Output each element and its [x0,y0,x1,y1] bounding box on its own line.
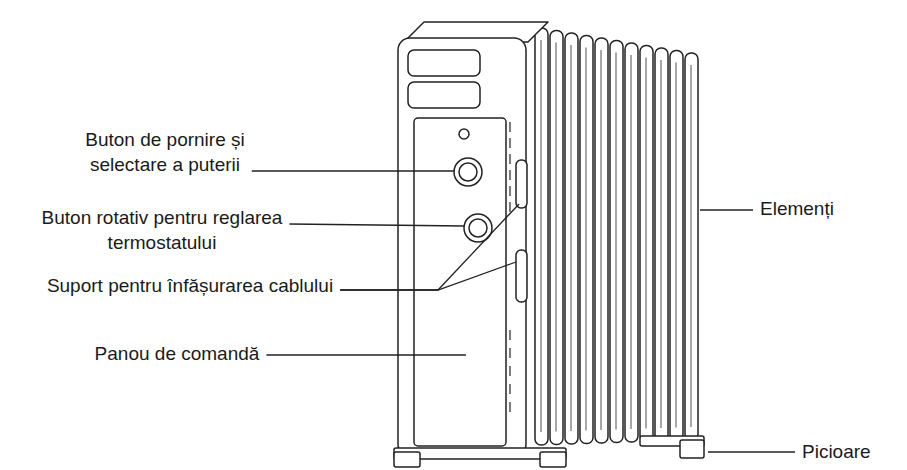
vent-slot [509,348,510,358]
handle-opening [408,82,480,108]
cord-support [516,160,527,208]
leader-line [340,204,519,290]
fin [550,31,563,445]
vent-slot [509,186,510,196]
fin [655,48,668,441]
vent-slot [509,202,510,212]
vent-slot [509,330,510,340]
part-label: Buton de pornire și selectare a puterii [48,128,282,177]
fin [625,43,638,442]
fin [565,33,578,444]
vent-slot [509,384,510,394]
left-foot [394,448,566,467]
leader-line [252,170,454,171]
front-housing [398,38,526,456]
vent-slot [509,366,510,376]
vent-slot [509,170,510,180]
part-label: Buton rotativ pentru reglarea termostatu… [4,206,320,255]
fin [580,36,593,444]
vent-slots [509,122,510,412]
vent-slot [509,402,510,412]
leader-line [708,451,795,452]
part-label: Panou de comandă [52,342,302,367]
leader-line [266,354,466,355]
indicator-light [459,129,469,139]
power-knob [454,158,482,186]
handle-opening [408,50,480,76]
vent-slot [509,122,510,132]
fin [535,28,548,445]
part-label: Suport pentru înfășurarea cablului [40,274,340,299]
fin [640,46,653,442]
fin [595,38,608,443]
cord-support [516,250,527,302]
right-foot [640,436,704,458]
fin [670,51,683,441]
fin [685,53,698,440]
leader-line [700,209,753,210]
vent-slot [509,154,510,164]
part-label: Elemenți [760,197,834,222]
vent-slot [509,138,510,148]
part-label: Picioare [802,440,871,465]
radiator-fins [535,28,698,445]
leader-line [340,262,516,290]
fin [610,41,623,443]
leader-line [289,224,464,226]
